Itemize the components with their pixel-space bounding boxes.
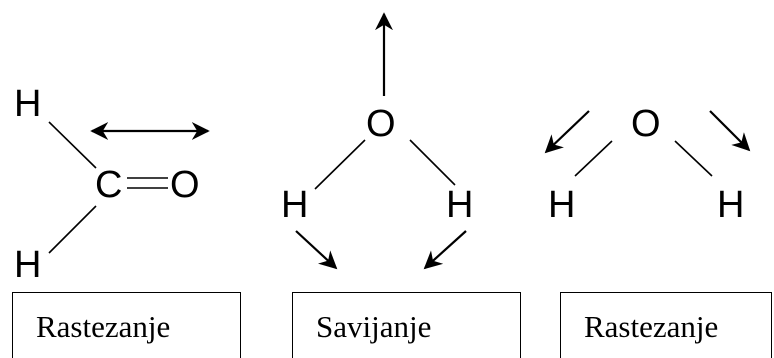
down-left-arrow-icon (423, 230, 467, 270)
down-right-arrow-icon (709, 110, 751, 152)
atom-o: O (631, 103, 661, 145)
bond-c-h-top (48, 121, 97, 169)
water-bending-molecule: O H H (281, 12, 473, 270)
bond-o-h-left (574, 140, 613, 177)
atom-h-left: H (281, 184, 308, 226)
atom-o: O (366, 103, 396, 145)
formaldehyde-molecule: H C O H (14, 83, 210, 286)
atom-h-top: H (14, 83, 41, 125)
atom-h-left: H (548, 184, 575, 226)
mode-label-bending: Savijanje (292, 292, 521, 358)
mode-label-stretching-2: Rastezanje (560, 292, 772, 358)
atom-c: C (95, 164, 122, 206)
mode-label-stretching-1: Rastezanje (12, 292, 241, 358)
atom-h-right: H (446, 184, 473, 226)
atom-o: O (170, 164, 200, 206)
down-right-arrow-icon (295, 230, 338, 270)
bond-o-h-right (409, 139, 456, 186)
water-stretching-molecule: O H H (544, 103, 751, 226)
atom-h-bottom: H (14, 244, 41, 286)
bond-c-h-bottom (48, 205, 97, 254)
up-left-arrow-icon (544, 110, 590, 154)
bond-o-h-right (674, 140, 713, 177)
bond-o-h-left (314, 139, 366, 190)
atom-h-right: H (717, 184, 744, 226)
